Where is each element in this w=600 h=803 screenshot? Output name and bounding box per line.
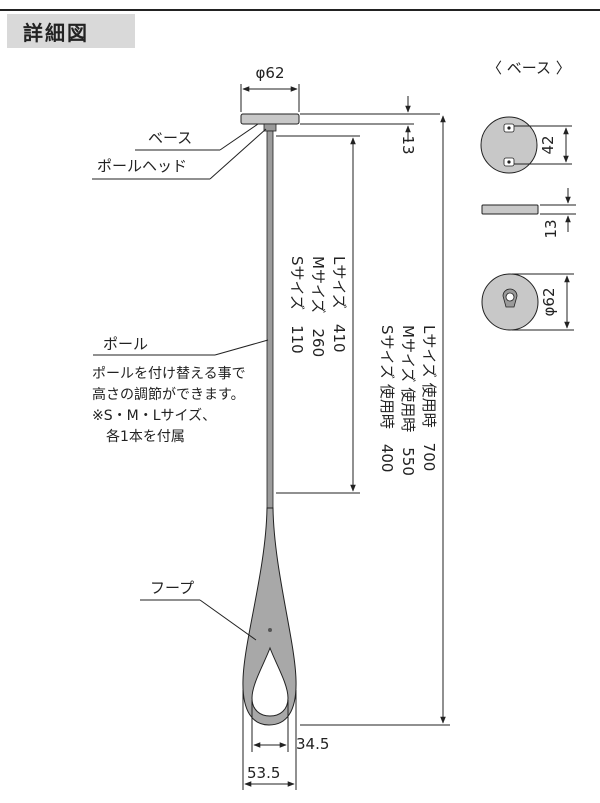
dim-base-thickness: [300, 96, 440, 142]
dim-pole-l: Lサイズ 410: [330, 256, 348, 353]
dim-base-diameter: [240, 84, 300, 112]
dim-hoop-outer-label: 53.5: [247, 764, 280, 782]
dim-base-view-13: [540, 188, 576, 232]
base-top-view: [480, 116, 538, 174]
callout-hoop-label: フープ: [150, 579, 194, 597]
dim-pole-m: Mサイズ 260: [309, 256, 327, 357]
dim-base-view-42-label: 42: [539, 135, 557, 154]
base-plate: [240, 113, 300, 125]
dim-overall-height: [300, 115, 450, 726]
dim-pole-s: Sサイズ 110: [288, 256, 306, 354]
callout-base-label: ベース: [148, 129, 192, 147]
pole-head: [263, 123, 277, 132]
dim-pole-length: [276, 135, 360, 494]
top-rule: [0, 9, 600, 11]
callout-pole-label: ポール: [103, 335, 148, 353]
dim-base-view-42: [514, 125, 572, 165]
hoop-logo-mark: [268, 628, 272, 632]
dim-base-view-62-label: φ62: [540, 288, 558, 317]
dim-use-l: Lサイズ 使用時 700: [420, 325, 438, 471]
callout-hoop: フープ: [140, 579, 257, 641]
base-side-view: [481, 204, 539, 215]
pole-note-line-3: ※S・M・Lサイズ、: [92, 408, 216, 424]
page-title: 詳細図: [7, 14, 135, 48]
dim-base-diameter-label: φ62: [256, 64, 285, 82]
dim-base-view-62: [512, 273, 574, 331]
callout-base: ベース: [135, 123, 259, 151]
dim-use-m: Mサイズ 使用時 550: [399, 325, 417, 476]
pole-note-line-2: 高さの調節ができます。: [92, 386, 245, 403]
callout-pole: ポール ポールを付け替える事で 高さの調節ができます。 ※S・M・Lサイズ、 各…: [92, 335, 269, 445]
dim-base-thickness-label: 13: [399, 135, 417, 154]
product-drawing: [240, 113, 300, 726]
callout-pole-head: ポールヘッド: [92, 128, 267, 180]
dim-overall-height-labels: Sサイズ 使用時 400 Mサイズ 使用時 550 Lサイズ 使用時 700: [378, 325, 438, 476]
pole-note-line-4: 各1本を付属: [106, 429, 185, 445]
pole: [266, 130, 274, 512]
hoop-hole: [251, 646, 289, 717]
pole-note-line-1: ポールを付け替える事で: [92, 366, 246, 382]
dim-hoop-inner-label: 34.5: [296, 735, 329, 753]
dim-pole-length-labels: Sサイズ 110 Mサイズ 260 Lサイズ 410: [288, 256, 348, 357]
page-title-text: 詳細図: [23, 22, 89, 45]
base-bottom-view: [481, 273, 539, 331]
dim-use-s: Sサイズ 使用時 400: [378, 325, 396, 472]
hoop: [242, 507, 297, 726]
dim-hoop-widths: [242, 690, 297, 790]
dim-base-view-13-label: 13: [542, 219, 560, 238]
callout-pole-head-label: ポールヘッド: [97, 157, 187, 175]
base-view-title: 〈 ベース 〉: [487, 59, 571, 77]
